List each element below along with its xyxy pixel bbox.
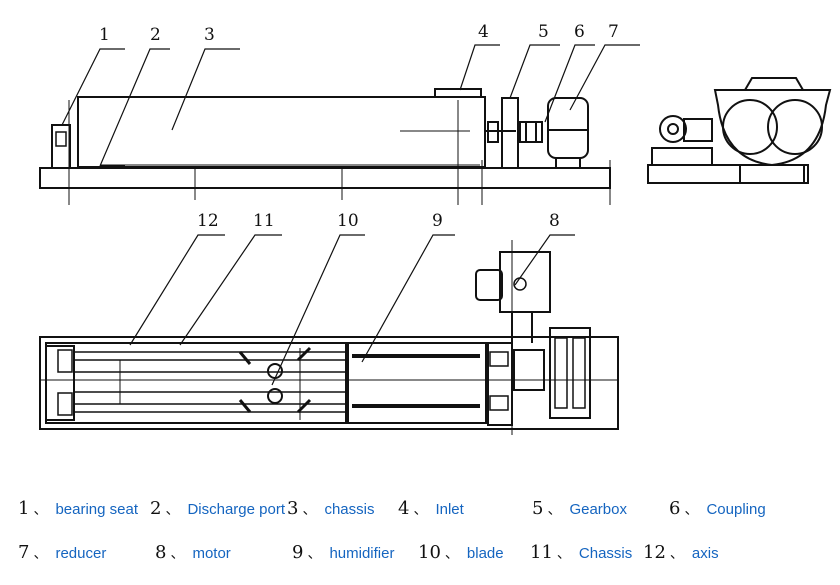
legend-separator: 、 [33,502,48,518]
legend-separator: 、 [669,546,684,562]
legend-item-5: 5、 Gearbox [532,498,627,519]
legend-number: 5 [532,498,544,519]
callout-10: 10 [337,211,359,231]
mixer-technical-drawing: 1 2 3 4 5 6 7 12 11 10 9 8 [39,22,832,435]
legend-label: Inlet [435,501,464,518]
legend-separator: 、 [33,546,48,562]
callout-4: 4 [478,22,489,42]
parts-legend: 1、bearing seat 2、Discharge port 3、chassi… [0,485,840,585]
legend-label: reducer [55,545,107,562]
callout-6: 6 [574,22,585,42]
legend-item-6: 6、 Coupling [669,498,766,519]
legend-label: axis [691,545,719,562]
legend-number: 11 [530,542,553,563]
front-gearbox [501,97,519,169]
legend-label: Discharge port [187,501,285,518]
legend-number: 4 [398,498,410,519]
legend-label: blade [466,545,504,562]
legend-item-2: 2、 Discharge port [150,498,285,519]
callout-3: 3 [204,25,215,45]
legend-label: bearing seat [55,501,139,518]
legend-item-3: 3、 chassis [287,498,374,519]
callout-numbers: 1 2 3 4 5 6 7 12 11 10 9 8 [99,22,619,231]
callout-7: 7 [608,22,619,42]
side-motor [659,115,687,143]
legend-label: humidifier [329,545,395,562]
front-trough-body [77,96,486,168]
front-base-chassis [39,167,611,189]
legend-number: 1 [18,498,30,519]
top-reducer [549,327,591,419]
legend-number: 3 [287,498,299,519]
legend-separator: 、 [547,502,562,518]
callout-9: 9 [432,211,443,231]
leader-lines [61,44,640,386]
top-motor [499,251,551,313]
legend-item-1: 1、 bearing seat [18,498,138,519]
legend-item-9: 9、 humidifier [292,542,394,563]
callout-5: 5 [538,22,549,42]
legend-separator: 、 [684,502,699,518]
front-coupling [519,121,543,143]
legend-label: Gearbox [569,501,627,518]
legend-label: chassis [324,501,375,518]
top-outer-frame [39,336,619,430]
legend-number: 9 [292,542,304,563]
legend-item-10: 10、 blade [418,542,504,563]
side-elevation-view [647,77,832,184]
legend-item-7: 7、 reducer [18,542,106,563]
callout-1: 1 [99,25,110,45]
legend-label: Coupling [706,501,766,518]
callout-12: 12 [197,211,219,231]
legend-number: 10 [418,542,441,563]
legend-separator: 、 [307,546,322,562]
top-bearing-block [45,345,75,421]
legend-item-12: 12、 axis [643,542,719,563]
legend-label: Chassis [578,545,633,562]
legend-separator: 、 [170,546,185,562]
legend-number: 12 [643,542,666,563]
legend-separator: 、 [302,502,317,518]
legend-number: 8 [155,542,167,563]
front-reducer [547,97,589,159]
legend-item-4: 4、 Inlet [398,498,464,519]
legend-label: motor [192,545,231,562]
callout-2: 2 [150,25,161,45]
top-plan-view [39,240,619,435]
legend-number: 7 [18,542,30,563]
legend-separator: 、 [413,502,428,518]
callout-11: 11 [253,211,275,231]
front-bearing-seat [51,124,71,169]
legend-item-8: 8、 motor [155,542,231,563]
top-blades [238,346,312,414]
front-elevation-view [39,88,611,205]
legend-separator: 、 [165,502,180,518]
legend-separator: 、 [556,546,571,562]
legend-number: 2 [150,498,162,519]
legend-separator: 、 [444,546,459,562]
front-inlet [434,88,482,98]
legend-item-11: 11、 Chassis [530,542,632,563]
callout-8: 8 [549,211,560,231]
side-trough-housing [713,89,832,167]
side-base [647,164,809,184]
legend-number: 6 [669,498,681,519]
